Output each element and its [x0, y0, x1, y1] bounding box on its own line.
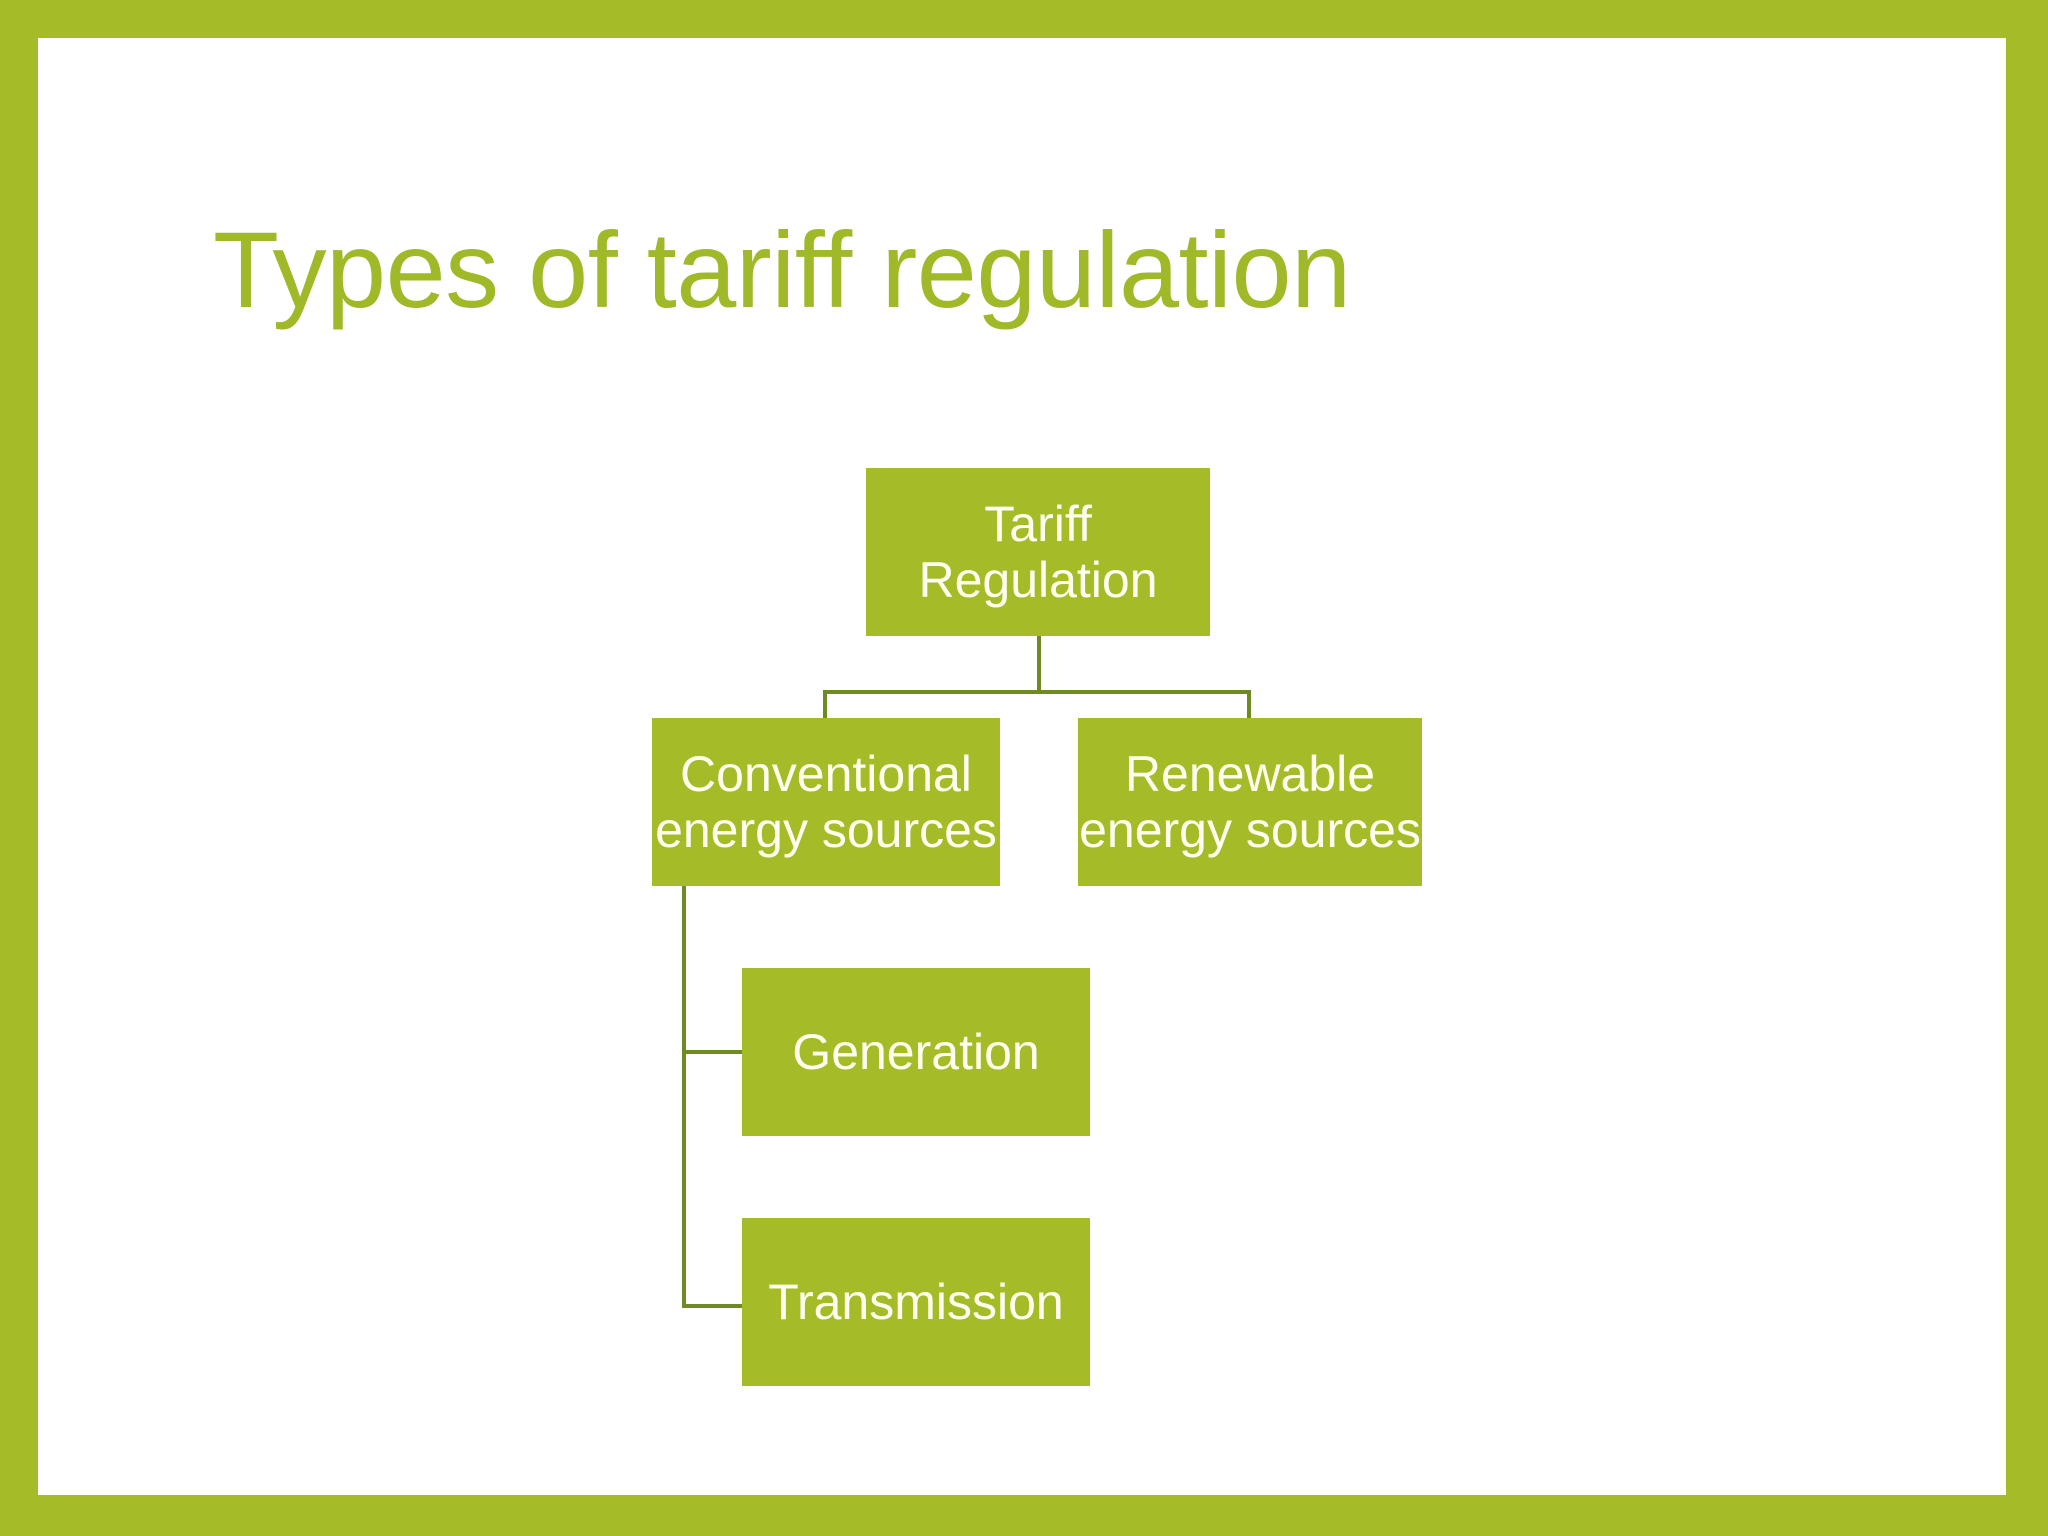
connector-root-bus — [823, 690, 1251, 694]
node-generation-label: Generation — [792, 1023, 1040, 1080]
connector-drop-renewable — [1247, 690, 1251, 720]
slide-title: Types of tariff regulation — [213, 209, 1351, 330]
node-renewable-energy-sources-line1: Renewable — [1124, 745, 1376, 802]
node-conventional-energy-sources-line1: Conventional — [680, 745, 972, 802]
node-conventional-energy-sources[interactable]: Conventional energy sources — [652, 718, 1000, 886]
node-tariff-regulation[interactable]: Tariff Regulation — [866, 468, 1210, 636]
node-transmission[interactable]: Transmission — [742, 1218, 1090, 1386]
connector-stub-transmission — [682, 1304, 744, 1308]
connector-conventional-trunk — [682, 886, 686, 1308]
slide-frame-left — [0, 0, 38, 1536]
connector-stub-generation — [682, 1050, 744, 1054]
slide-frame-right — [2006, 0, 2048, 1536]
node-renewable-energy-sources[interactable]: Renewable energy sources — [1078, 718, 1422, 886]
slide-frame-top — [0, 0, 2048, 38]
slide-frame-bottom — [0, 1495, 2048, 1536]
node-tariff-regulation-line1: Tariff — [984, 495, 1092, 552]
node-transmission-label: Transmission — [768, 1273, 1064, 1330]
node-generation[interactable]: Generation — [742, 968, 1090, 1136]
connector-root-stem — [1037, 636, 1041, 692]
node-conventional-energy-sources-line2: energy sources — [655, 802, 997, 858]
node-renewable-energy-sources-line2: energy sources — [1079, 802, 1421, 858]
connector-drop-conventional — [823, 690, 827, 720]
node-tariff-regulation-line2: Regulation — [918, 552, 1158, 608]
